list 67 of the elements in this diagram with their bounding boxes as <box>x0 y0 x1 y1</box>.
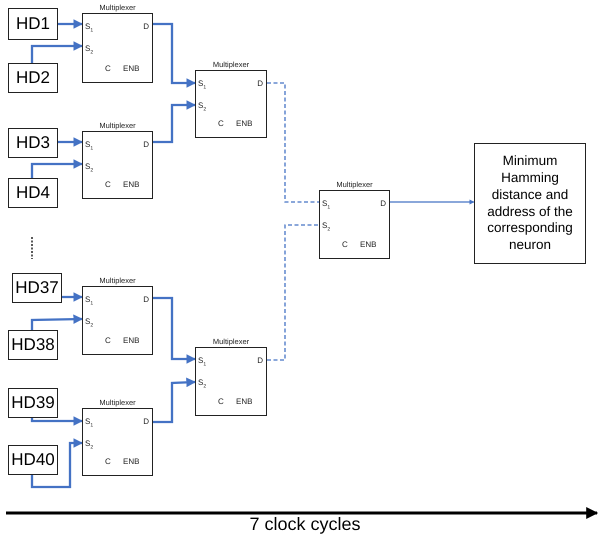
pin-label: S$_{1}$ <box>85 23 94 34</box>
pin-label: D <box>380 200 386 208</box>
pin-label: C <box>218 398 224 406</box>
input-box <box>8 330 58 360</box>
output-label: Minimum Hamming distance and address of the corresponding neuron <box>486 152 574 254</box>
pin-label: ENB <box>123 181 140 189</box>
connector-arrow <box>153 100 196 144</box>
timeline-label: 7 clock cycles <box>248 514 362 535</box>
connector-arrow <box>30 41 83 63</box>
pin-label: ENB <box>123 458 140 466</box>
pin-label: S$_{1}$ <box>85 296 94 307</box>
pin-label: D <box>143 418 149 426</box>
input-label: HD3 <box>16 133 50 153</box>
pin-label: S$_{2}$ <box>85 45 94 56</box>
pin-label: C <box>105 337 111 345</box>
connector-arrow <box>58 19 83 29</box>
pin-label: D <box>143 23 149 31</box>
pin-label: S$_{2}$ <box>85 163 94 174</box>
input-box <box>8 388 58 418</box>
pin-label: S$_{2}$ <box>85 318 94 329</box>
pin-label: S$_{2}$ <box>198 102 206 113</box>
pin-label: C <box>105 458 111 466</box>
pin-label: S$_{2}$ <box>198 379 206 390</box>
connector-arrow <box>153 22 196 88</box>
pin-label: ENB <box>236 120 252 128</box>
output-box <box>474 143 586 264</box>
input-box <box>8 63 58 93</box>
connector-arrow <box>62 292 83 302</box>
input-label: HD1 <box>16 14 50 34</box>
pin-label: ENB <box>123 65 140 73</box>
input-label: HD40 <box>11 450 55 470</box>
input-box <box>8 445 58 475</box>
input-box <box>8 178 58 208</box>
input-label: HD38 <box>11 335 55 355</box>
connector-arrow <box>390 199 474 205</box>
input-box <box>12 273 62 303</box>
input-label: HD39 <box>11 393 55 413</box>
connector-arrow <box>30 416 83 426</box>
pin-label: C <box>105 181 111 189</box>
pin-label: ENB <box>236 398 252 406</box>
pin-label: S$_{2}$ <box>322 222 330 233</box>
pin-label: D <box>143 296 149 304</box>
input-label: HD2 <box>16 68 50 88</box>
input-box <box>8 8 58 40</box>
pin-label: D <box>143 141 149 149</box>
connector-arrow <box>30 159 83 178</box>
pin-label: S$_{2}$ <box>85 440 94 451</box>
pin-label: C <box>218 120 224 128</box>
connector-arrow <box>58 137 83 147</box>
connector-arrow <box>30 314 83 330</box>
connector-arrow <box>153 378 196 424</box>
input-label: HD37 <box>15 278 59 298</box>
pin-label: ENB <box>360 241 376 249</box>
input-box <box>8 128 58 158</box>
pin-label: S$_{1}$ <box>85 141 94 152</box>
pin-label: S$_{1}$ <box>322 200 330 211</box>
pin-label: ENB <box>123 337 140 345</box>
connector-arrow <box>30 438 83 488</box>
pin-label: C <box>105 65 111 73</box>
pin-label: D <box>257 80 263 88</box>
pin-label: S$_{1}$ <box>85 418 94 429</box>
pin-label: D <box>257 357 263 365</box>
connector-arrow <box>153 296 196 364</box>
pin-label: S$_{1}$ <box>198 357 206 368</box>
pin-label: S$_{1}$ <box>198 80 206 91</box>
pin-label: C <box>342 241 348 249</box>
input-label: HD4 <box>16 183 50 203</box>
